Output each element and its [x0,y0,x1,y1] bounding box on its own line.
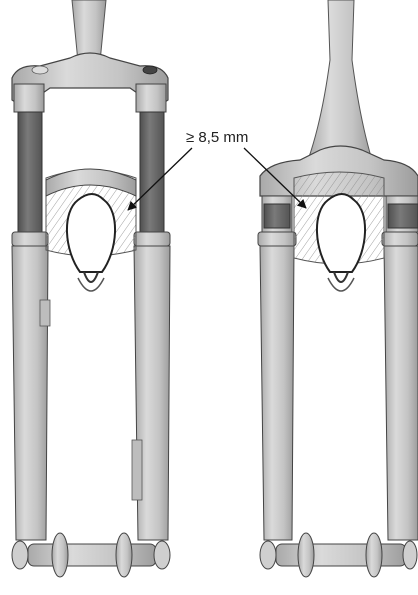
left-stanchion-a [17,111,43,235]
right-hub [259,532,418,578]
left-tire-profile [66,193,116,273]
right-fork [257,0,418,578]
right-arrow [243,147,307,209]
left-arrow [127,147,193,211]
left-lower-a [11,245,49,541]
clearance-label: ≥ 8,5 mm [186,129,248,146]
left-stanchion-b [139,111,165,235]
left-arch [45,168,137,197]
right-lower-a [259,245,295,541]
left-hub [11,532,171,578]
clearance-callout: ≥ 8,5 mm [127,129,307,211]
right-tire-profile [316,193,366,273]
left-fork [11,0,171,578]
right-lower-b [383,245,418,541]
right-steerer [307,0,373,161]
